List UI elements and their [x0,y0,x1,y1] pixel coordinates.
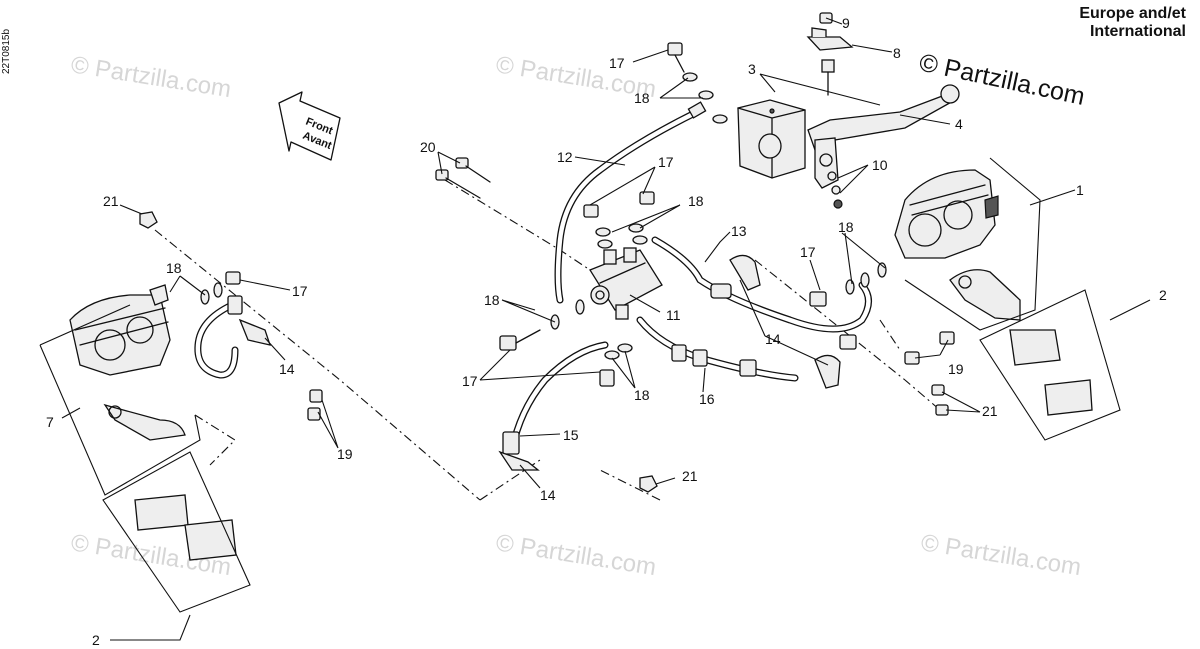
watermark-top-left: © Partzilla.com [69,51,233,103]
callout-3: 3 [748,61,756,77]
callout-21-right: 21 [982,403,998,419]
callout-9: 9 [842,15,850,31]
hose-clamps [238,254,841,471]
callout-18-right: 18 [838,219,854,235]
region-line-2: International [1089,23,1186,40]
brake-hoses [194,101,872,455]
region-line-1: Europe and/et [1079,5,1186,22]
banjo-bolts-and-washers [200,42,887,387]
leader-lines [61,17,1151,641]
callout-labels: 9 8 3 4 10 1 2 2 7 17 18 12 17 18 18 13 … [46,15,1167,648]
callout-16: 16 [699,391,715,407]
callout-14-bottom: 14 [540,487,556,503]
callout-18-left: 18 [166,260,182,276]
callout-19-right: 19 [948,361,964,377]
brake-pads-left [134,494,237,561]
watermark-bottom-right: © Partzilla.com [919,529,1083,581]
callout-7: 7 [46,414,54,430]
callout-17-left: 17 [292,283,308,299]
callout-17-right: 17 [800,244,816,260]
callout-11: 11 [666,307,681,323]
brake-pads-right [1009,329,1093,416]
watermark-layer: © Partzilla.com © Partzilla.com © Partzi… [69,51,1083,581]
callout-10: 10 [872,157,888,173]
right-brake-caliper [894,169,1021,321]
brake-distribution-block [589,247,663,320]
caliper-bolts-and-nuts [139,211,955,493]
mounting-bolts [435,157,491,199]
region-label: Europe and/et International [1079,5,1186,41]
assembly-centerlines [154,179,941,501]
callout-2-left: 2 [92,632,100,648]
callout-13: 13 [731,223,747,239]
watermark-bottom-center: © Partzilla.com [494,529,658,581]
callout-4: 4 [955,116,963,132]
callout-8: 8 [893,45,901,61]
callout-17-top: 17 [609,55,625,71]
callout-18-block: 18 [484,292,500,308]
left-brake-caliper [69,284,186,441]
assembly-frames [39,157,1121,613]
callout-12: 12 [557,149,573,165]
callout-18-center: 18 [688,193,704,209]
callout-18-bottom: 18 [634,387,650,403]
callout-2-right: 2 [1159,287,1167,303]
callout-17-block: 17 [462,373,478,389]
callout-18-top: 18 [634,90,650,106]
callout-17-center: 17 [658,154,674,170]
callout-14-left: 14 [279,361,295,377]
callout-15: 15 [563,427,579,443]
front-direction-arrow: Front Avant [278,91,341,161]
callout-21-bottom: 21 [682,468,698,484]
callout-1: 1 [1076,182,1084,198]
callout-21-left: 21 [103,193,119,209]
callout-14-center: 14 [765,331,781,347]
callout-19-left: 19 [337,446,353,462]
callout-20: 20 [420,139,436,155]
master-cylinder-assembly [737,12,960,209]
